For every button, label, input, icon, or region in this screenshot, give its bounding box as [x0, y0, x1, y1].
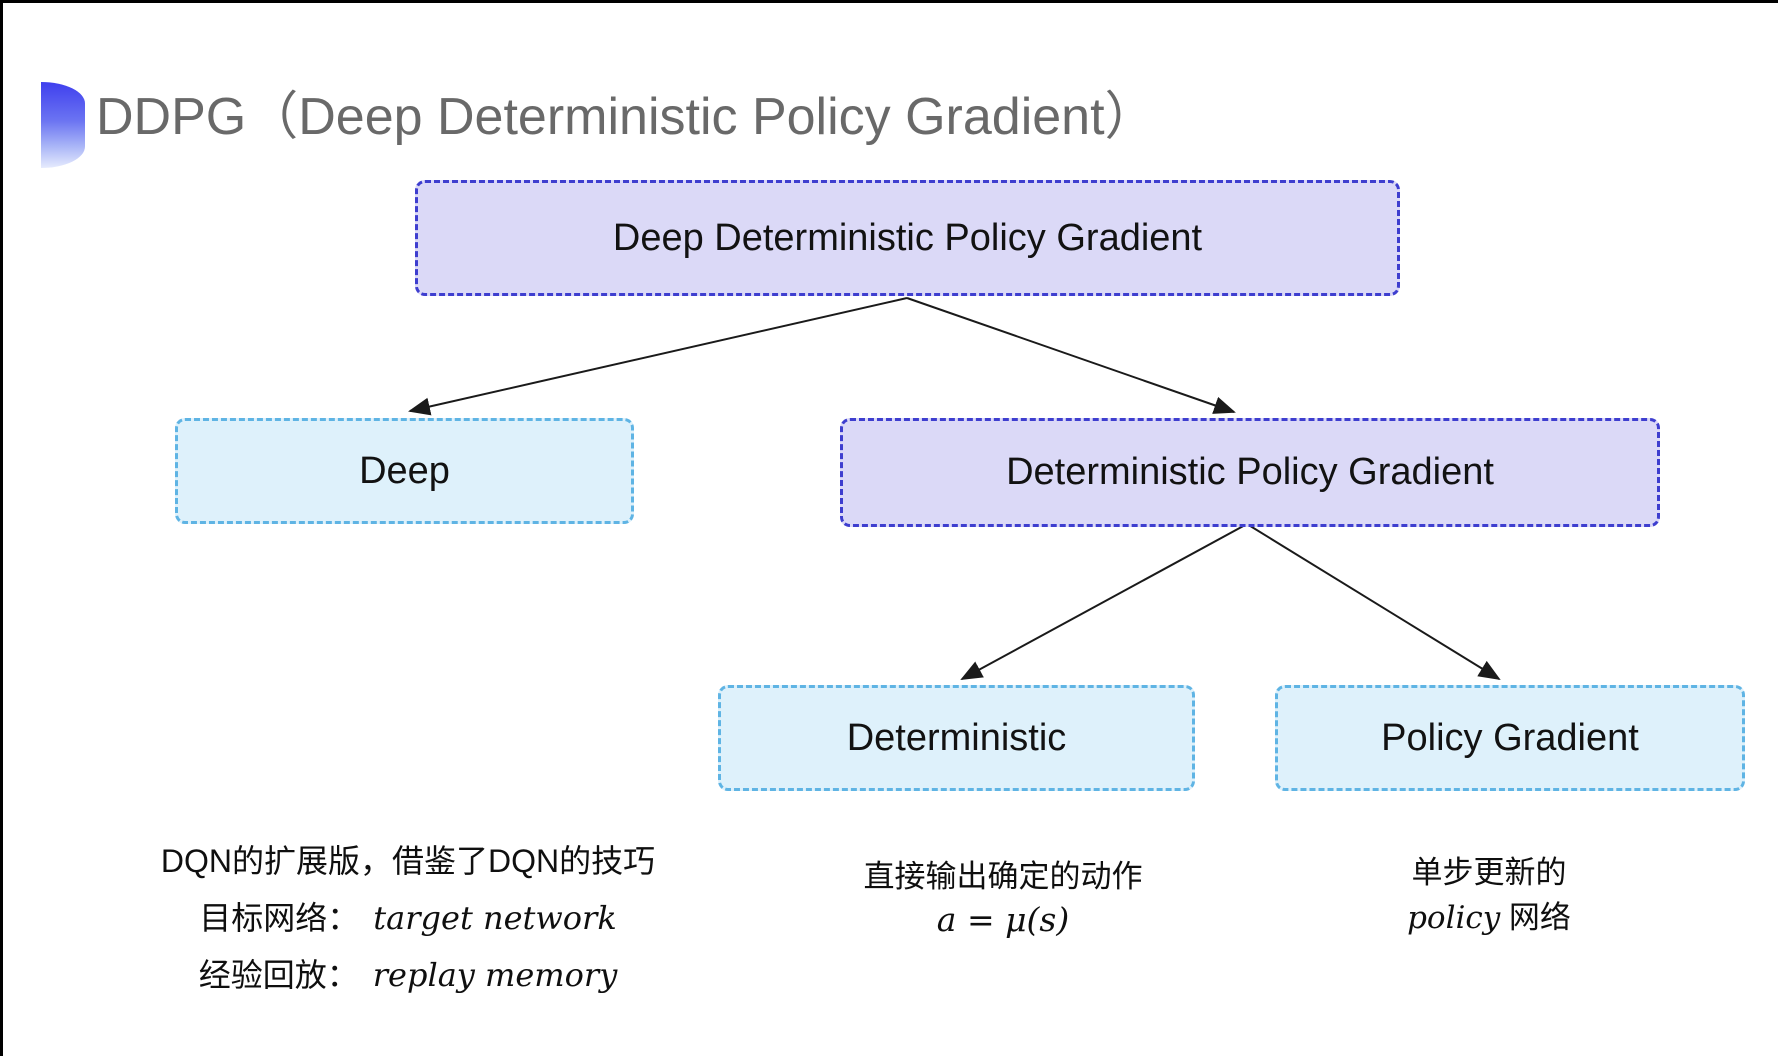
tree-node-deterministic: Deterministic [718, 685, 1195, 791]
tree-node-ddpg-label: Deep Deterministic Policy Gradient [612, 216, 1203, 259]
note-deterministic-formula: a = μ(s) [795, 898, 1211, 942]
note-deterministic-block: 直接输出确定的动作 a = μ(s) [795, 855, 1211, 942]
page-title: DDPG（Deep Deterministic Policy Gradient） [96, 88, 1157, 146]
note-deep-line3: 经验回放： replay memory [105, 947, 711, 1004]
tree-node-deep-label: Deep [359, 449, 450, 492]
note-policy-gradient-line1: 单步更新的 [1289, 850, 1689, 895]
note-policy-gradient-line2: policy 网络 [1289, 895, 1689, 941]
note-deep-line1: DQN的扩展版，借鉴了DQN的技巧 [105, 833, 711, 890]
tree-node-deep: Deep [175, 418, 634, 524]
note-policy-gradient-block: 单步更新的 policy 网络 [1289, 850, 1689, 941]
title-bullet-half-disc-icon [41, 82, 85, 168]
note-deep-line1-text: DQN的扩展版，借鉴了DQN的技巧 [160, 843, 656, 879]
note-deep-line2-term: target network [373, 899, 617, 937]
tree-node-policy-gradient-label: Policy Gradient [1381, 716, 1639, 759]
tree-node-policy-gradient: Policy Gradient [1275, 685, 1745, 791]
arrow-ddpg-to-deep [408, 297, 908, 416]
tree-node-dpg-label: Deterministic Policy Gradient [1006, 451, 1494, 493]
note-policy-gradient-line2-term: policy [1407, 900, 1501, 936]
frame-left-border [0, 0, 3, 1056]
note-deep-line2-label: 目标网络： [199, 900, 360, 936]
note-deep-line3-term: replay memory [372, 956, 618, 994]
arrow-ddpg-to-dpg [906, 297, 1236, 414]
tree-node-deterministic-policy-gradient: Deterministic Policy Gradient [840, 418, 1660, 527]
formula-a-mu-s: a = μ(s) [936, 900, 1070, 939]
note-policy-gradient-line1-text: 单步更新的 [1411, 855, 1567, 890]
note-deep-block: DQN的扩展版，借鉴了DQN的技巧 目标网络： target network 经验… [105, 833, 711, 1004]
arrow-dpg-to-deterministic [960, 523, 1248, 680]
tree-node-ddpg: Deep Deterministic Policy Gradient [415, 180, 1400, 296]
note-deterministic-line1-text: 直接输出确定的动作 [863, 859, 1143, 894]
arrow-dpg-to-policy-gradient [1246, 523, 1501, 681]
note-deep-line2: 目标网络： target network [105, 890, 711, 947]
note-deterministic-line1: 直接输出确定的动作 [795, 855, 1211, 898]
frame-top-border [0, 0, 1778, 3]
note-policy-gradient-line2-label: 网络 [1500, 900, 1571, 935]
tree-node-deterministic-label: Deterministic [846, 716, 1067, 759]
note-deep-line3-label: 经验回放： [198, 957, 359, 993]
